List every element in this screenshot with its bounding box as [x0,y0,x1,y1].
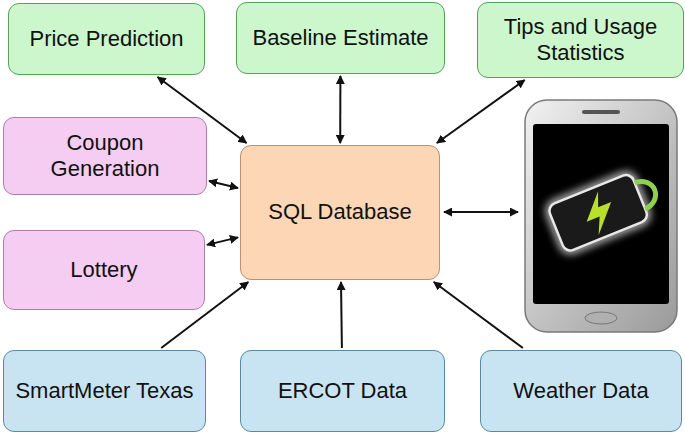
phone-body [525,100,677,332]
output-box: Baseline Estimate [236,2,445,74]
node-label: ERCOT Data [278,378,407,404]
connector-arrow [209,181,238,188]
node-label: SQL Database [268,199,412,225]
connector-arrow [434,282,523,348]
phone-speaker [582,110,620,114]
connector-arrow [437,80,525,143]
node-label: SmartMeter Texas [15,378,193,404]
database-box: SQL Database [240,145,440,280]
node-label: Price Prediction [29,26,183,52]
phone-screen [533,124,669,304]
node-label: Baseline Estimate [252,25,428,51]
node-label: Tips and Usage Statistics [488,14,673,67]
connector-arrow [339,76,341,143]
incentive-box: Lottery [3,230,205,310]
node-label: Weather Data [513,378,648,404]
phone-link [444,211,518,213]
battery-icon [547,167,664,253]
source-box: Weather Data [480,350,682,432]
node-label: Coupon Generation [14,130,196,183]
node-label: Lottery [70,257,137,283]
connector-arrow [207,237,238,245]
source-box: ERCOT Data [240,350,445,432]
output-box: Tips and Usage Statistics [477,2,684,78]
connector-arrow [340,282,343,348]
incentive-box: Coupon Generation [3,117,207,195]
source-box: SmartMeter Texas [3,350,206,432]
phone-button [585,312,617,324]
output-box: Price Prediction [8,3,205,75]
